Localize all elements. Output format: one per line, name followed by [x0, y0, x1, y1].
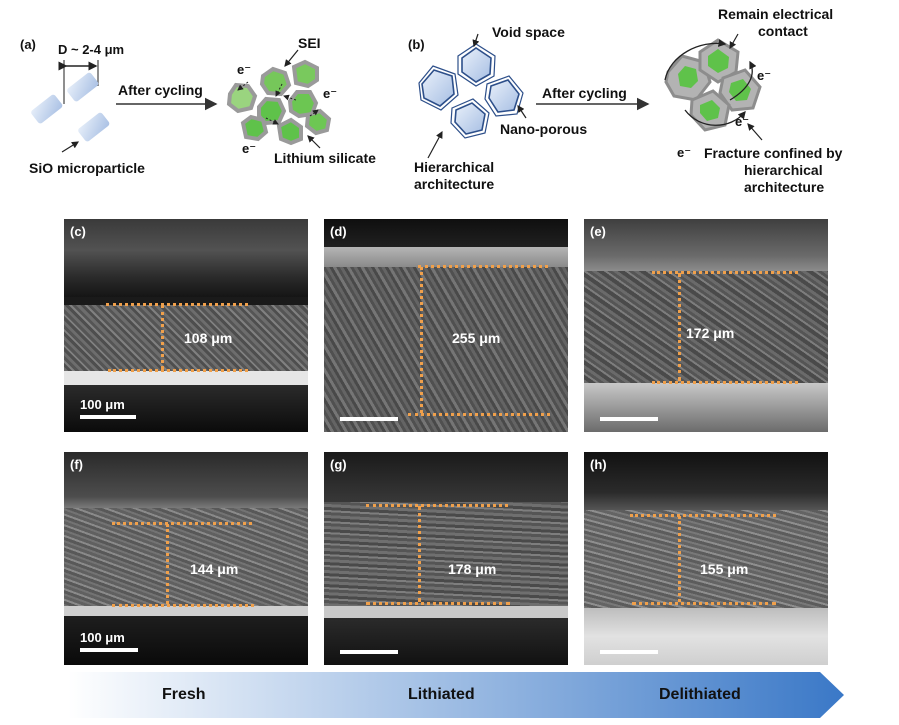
scale-bar-g — [340, 650, 398, 654]
after-cycling-label-a: After cycling — [118, 82, 203, 98]
fracture-label-1: Fracture confined by — [704, 145, 843, 161]
lithium-silicate-label: Lithium silicate — [274, 150, 376, 166]
sem-panel-d: (d) 255 μm — [324, 219, 568, 432]
panel-g-letter: (g) — [330, 457, 347, 472]
electron-label-a3: e⁻ — [242, 141, 257, 156]
sio-microparticle-label: SiO microparticle — [29, 160, 145, 176]
thickness-h: 155 μm — [700, 561, 749, 577]
thickness-c: 108 μm — [184, 330, 233, 346]
panel-b-letter: (b) — [408, 37, 425, 52]
scale-text-f: 100 μm — [80, 630, 125, 645]
sei-label: SEI — [298, 35, 321, 51]
electrical-contact-label-2: contact — [758, 23, 808, 39]
fracture-label-2: hierarchical — [744, 162, 823, 178]
stage-lithiated-label: Lithiated — [408, 686, 475, 703]
panel-b-schematic — [418, 33, 763, 159]
sem-panel-e: (e) 172 μm — [584, 219, 828, 432]
thickness-f: 144 μm — [190, 561, 239, 577]
stage-fresh-label: Fresh — [162, 686, 206, 703]
sem-panel-h: (h) 155 μm — [584, 452, 828, 665]
electron-label-b3: e⁻ — [677, 145, 692, 160]
electron-label-a2: e⁻ — [323, 86, 338, 101]
sio-particle-3 — [78, 112, 110, 142]
panel-a-letter: (a) — [20, 37, 36, 52]
hierarchical-particles — [418, 43, 524, 139]
thickness-g: 178 μm — [448, 561, 497, 577]
sem-panel-g: (g) 178 μm — [324, 452, 568, 665]
sio-particle-2 — [31, 94, 63, 124]
fracture-label-3: architecture — [744, 179, 825, 195]
thickness-d: 255 μm — [452, 330, 501, 346]
after-cycling-label-b: After cycling — [542, 85, 627, 101]
electrical-contact-label-1: Remain electrical — [718, 6, 834, 22]
scale-text-c: 100 μm — [80, 397, 125, 412]
panel-f-letter: (f) — [70, 457, 83, 472]
hierarchical-label-1: Hierarchical — [414, 159, 495, 175]
electron-label-a1: e⁻ — [237, 62, 252, 77]
sem-panel-c: (c) 108 μm 100 μm — [64, 219, 308, 432]
cycled-hierarchical-particles — [664, 38, 762, 132]
electron-label-b2: e⁻ — [735, 114, 750, 129]
sem-panel-f: (f) 144 μm 100 μm — [64, 452, 308, 665]
progression-arrow — [68, 672, 844, 718]
scale-bar-h — [600, 650, 658, 654]
hierarchical-label-2: architecture — [414, 176, 495, 192]
scale-bar-e — [600, 417, 658, 421]
stage-delithiated-label: Delithiated — [659, 686, 741, 703]
scale-bar-f — [80, 648, 138, 652]
electron-label-b1: e⁻ — [757, 68, 772, 83]
panel-d-letter: (d) — [330, 224, 347, 239]
sio-particle-1 — [67, 72, 99, 102]
panel-a-schematic — [31, 49, 332, 153]
scale-bar-d — [340, 417, 398, 421]
panel-e-letter: (e) — [590, 224, 606, 239]
panel-c-letter: (c) — [70, 224, 86, 239]
cracked-particles — [226, 59, 332, 146]
thickness-e: 172 μm — [686, 325, 735, 341]
panel-h-letter: (h) — [590, 457, 607, 472]
scale-bar-c — [80, 415, 136, 419]
diameter-label: D ~ 2-4 μm — [58, 42, 125, 57]
nano-porous-label: Nano-porous — [500, 121, 588, 137]
void-space-label: Void space — [492, 24, 565, 40]
